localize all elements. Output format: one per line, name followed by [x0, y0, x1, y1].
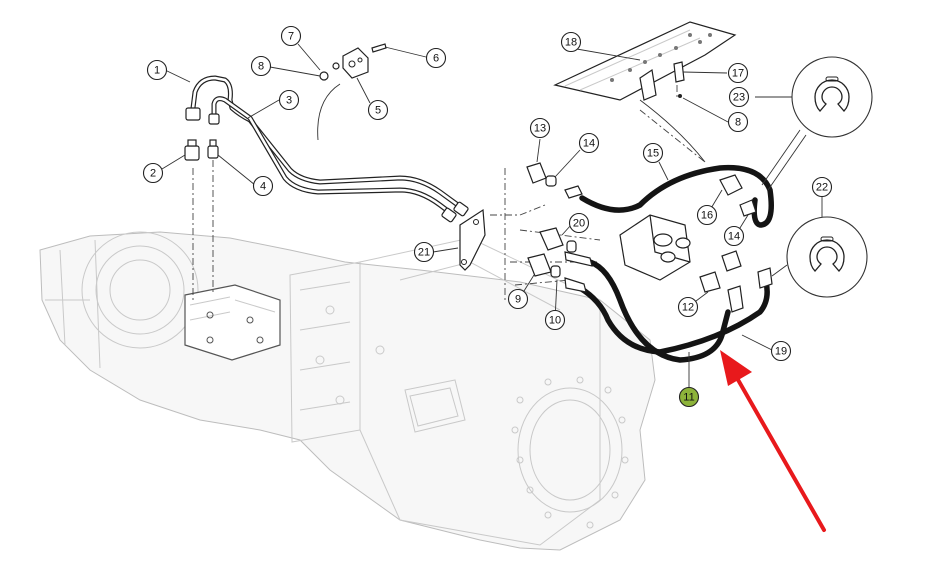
callout-number: 16 — [701, 210, 713, 222]
callout-bubble — [677, 296, 699, 318]
callout-c17: 17 — [727, 62, 749, 84]
leader-arcs — [639, 99, 807, 191]
callout-number: 10 — [549, 315, 561, 327]
callout-number: 15 — [647, 148, 659, 160]
callout-bubble — [507, 288, 529, 310]
callout-bubble — [529, 117, 551, 139]
callout-c14b: 14 — [723, 225, 745, 247]
circlip-detail-23 — [791, 56, 873, 138]
callout-number: 23 — [733, 92, 745, 104]
callout-c1: 1 — [146, 59, 168, 81]
callout-c4: 4 — [252, 175, 274, 197]
callout-number: 14 — [583, 138, 595, 150]
mounting-plate — [553, 21, 737, 101]
callout-c15: 15 — [642, 142, 664, 164]
callout-number: 4 — [260, 181, 266, 193]
callout-number: 7 — [288, 31, 294, 43]
callout-bubble — [252, 175, 274, 197]
coupler-valve — [619, 214, 691, 281]
callout-c3: 3 — [278, 89, 300, 111]
callout-bubble — [278, 89, 300, 111]
callout-number: 11 — [683, 392, 694, 404]
callout-number: 6 — [433, 53, 439, 65]
hoses — [564, 164, 774, 363]
callout-bubble — [727, 111, 749, 133]
callout-bubble — [250, 55, 272, 77]
callout-bubble — [544, 309, 566, 331]
callout-c20: 20 — [568, 212, 590, 234]
callout-number: 1 — [154, 65, 160, 77]
callout-bubble — [578, 132, 600, 154]
callout-c19: 19 — [770, 340, 792, 362]
callout-bubble — [425, 47, 447, 69]
rigid-pipes — [185, 75, 469, 223]
clamp-assembly — [317, 43, 387, 141]
callout-bubble — [727, 62, 749, 84]
callout-number: 9 — [515, 294, 521, 306]
red-pointer-arrow — [720, 350, 826, 532]
callout-bubble — [770, 340, 792, 362]
callout-c8a: 8 — [250, 55, 272, 77]
callout-number: 2 — [150, 168, 156, 180]
callout-c18: 18 — [560, 31, 582, 53]
callout-bubble — [728, 86, 750, 108]
transmission-housing-ghost — [39, 231, 656, 551]
callout-c16: 16 — [696, 204, 718, 226]
callout-c10: 10 — [544, 309, 566, 331]
bracket-21 — [459, 208, 486, 271]
callout-leaders — [161, 43, 823, 387]
callout-number: 3 — [286, 95, 292, 107]
callout-bubble — [811, 176, 833, 198]
callout-number: 8 — [258, 61, 264, 73]
callout-number: 8 — [735, 117, 741, 129]
callout-number: 12 — [682, 302, 694, 314]
adapter-fittings — [184, 139, 219, 161]
callout-c8b: 8 — [727, 111, 749, 133]
callout-bubble — [146, 59, 168, 81]
callout-number: 20 — [573, 218, 585, 230]
callout-c11: 11 — [678, 386, 700, 408]
callout-bubble — [367, 99, 389, 121]
callout-c12: 12 — [677, 296, 699, 318]
callout-bubble — [696, 204, 718, 226]
callout-bubble — [723, 225, 745, 247]
callout-number: 13 — [534, 123, 546, 135]
callout-bubble — [560, 31, 582, 53]
callout-bubble — [142, 162, 164, 184]
callout-bubble — [678, 386, 700, 408]
callout-c2: 2 — [142, 162, 164, 184]
callout-c22: 22 — [811, 176, 833, 198]
callout-number: 5 — [375, 105, 381, 117]
valve-block — [184, 284, 281, 361]
callout-number: 19 — [775, 346, 787, 358]
callout-number: 17 — [732, 68, 744, 80]
callout-c5: 5 — [367, 99, 389, 121]
callout-number: 21 — [418, 247, 430, 259]
callout-c21: 21 — [413, 241, 435, 263]
callout-c9: 9 — [507, 288, 529, 310]
callout-c13: 13 — [529, 117, 551, 139]
callout-number: 22 — [816, 182, 828, 194]
callout-c23: 23 — [728, 86, 750, 108]
callout-bubble — [642, 142, 664, 164]
callout-number: 14 — [728, 231, 740, 243]
callout-c7: 7 — [280, 25, 302, 47]
callout-number: 18 — [565, 37, 577, 49]
circlip-detail-22 — [771, 216, 868, 298]
small-fittings — [526, 162, 742, 293]
callout-bubble — [568, 212, 590, 234]
callout-bubble — [280, 25, 302, 47]
callout-bubble — [413, 241, 435, 263]
callout-c14a: 14 — [578, 132, 600, 154]
callout-c6: 6 — [425, 47, 447, 69]
